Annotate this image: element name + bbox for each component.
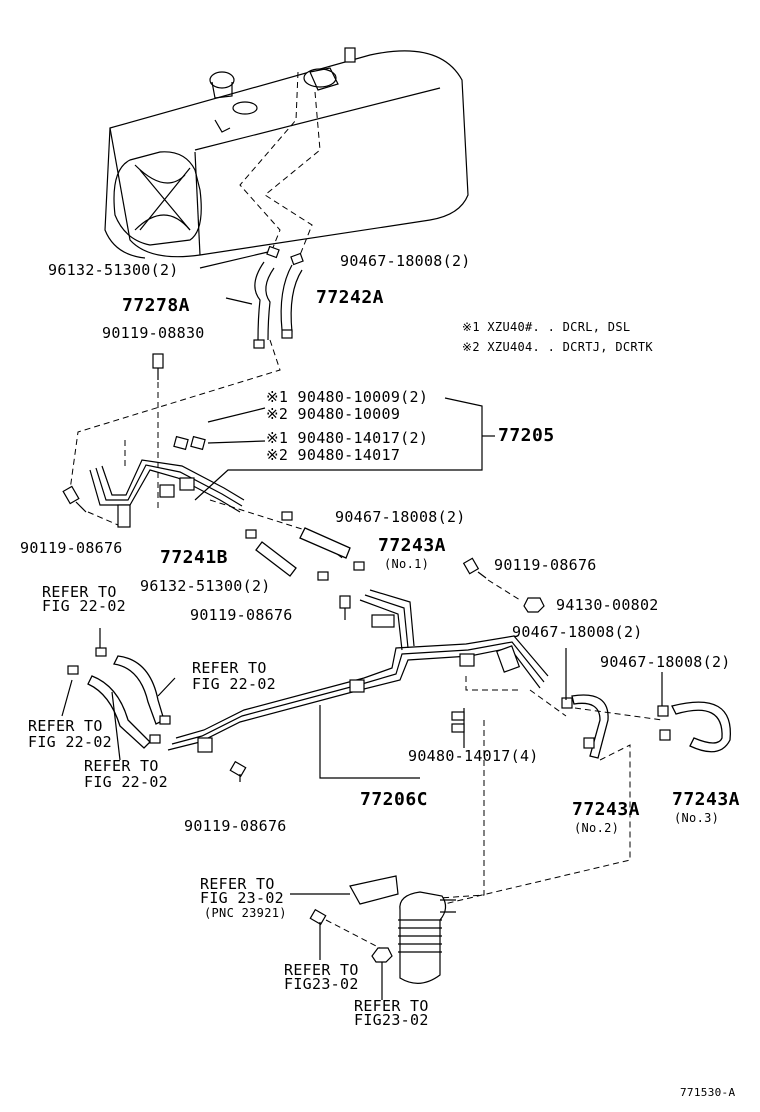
part-number-90119-08830[interactable]: 90119-08830	[102, 324, 205, 342]
part-number-77205[interactable]: 77205	[498, 425, 555, 446]
part-number-90480-10009-s1[interactable]: ※1 90480-10009(2)	[266, 388, 429, 406]
hose-77278A	[254, 261, 275, 341]
part-number-77243A-no3[interactable]: 77243A	[672, 789, 741, 810]
part-number-90467-18008-r1[interactable]: 90467-18008(2)	[512, 623, 643, 641]
part-number-90119-08676-left[interactable]: 90119-08676	[20, 539, 123, 557]
refer-fig-23-02-e[interactable]: REFER TO	[200, 875, 275, 893]
refer-fig-23-02-g-fig[interactable]: FIG23-02	[354, 1011, 429, 1029]
hose-77243A-no1	[299, 527, 351, 559]
part-number-90467-18008-mid[interactable]: 90467-18008(2)	[335, 508, 466, 526]
refer-fig-22-02-a[interactable]: REFER TO	[42, 583, 117, 601]
hose-77241B	[255, 541, 297, 577]
refer-fig-22-02-d-fig[interactable]: FIG 22-02	[84, 773, 168, 791]
clamp-icon	[253, 245, 304, 349]
fuel-pipe-77206C	[167, 589, 549, 753]
part-number-90119-08676-right[interactable]: 90119-08676	[494, 556, 597, 574]
refer-pnc-23921[interactable]: (PNC 23921)	[204, 906, 287, 920]
part-number-77242A[interactable]: 77242A	[316, 287, 385, 308]
part-number-77206C[interactable]: 77206C	[360, 789, 429, 810]
part-number-77243A-no1[interactable]: 77243A	[378, 535, 447, 556]
model-note-1: ※1 XZU40#. . DCRL, DSL	[462, 320, 631, 334]
figure-id: 771530-A	[680, 1086, 736, 1099]
part-number-90480-14017-s1[interactable]: ※1 90480-14017(2)	[266, 429, 429, 447]
part-number-90467-18008[interactable]: 90467-18008(2)	[340, 252, 471, 270]
part-number-77278A[interactable]: 77278A	[122, 295, 191, 316]
part-number-90119-08676-mid[interactable]: 90119-08676	[190, 606, 293, 624]
part-number-96132-51300-mid[interactable]: 96132-51300(2)	[140, 577, 271, 595]
fuel-tank	[104, 47, 469, 259]
part-number-90480-10009-s2[interactable]: ※2 90480-10009	[266, 405, 401, 423]
refer-fig-23-02-e-fig[interactable]: FIG 23-02	[200, 889, 284, 907]
part-number-96132-51300[interactable]: 96132-51300(2)	[48, 261, 179, 279]
part-number-90480-14017-4[interactable]: 90480-14017(4)	[408, 747, 539, 765]
refer-fig-23-02-f[interactable]: REFER TO	[284, 961, 359, 979]
model-note-2: ※2 XZU404. . DCRTJ, DCRTK	[462, 340, 653, 354]
refer-fig-22-02-b-fig[interactable]: FIG 22-02	[192, 675, 276, 693]
refer-fig-22-02-c[interactable]: REFER TO	[28, 717, 103, 735]
refer-fig-23-02-g[interactable]: REFER TO	[354, 997, 429, 1015]
part-number-90480-14017-s2[interactable]: ※2 90480-14017	[266, 446, 401, 464]
hose-number-no2: (No.2)	[574, 821, 620, 835]
bolt-icon	[152, 353, 164, 380]
union-fitting-icon	[173, 435, 206, 451]
fuel-filter	[349, 875, 456, 984]
hose-number-no1: (No.1)	[384, 557, 430, 571]
refer-fig-22-02-b[interactable]: REFER TO	[192, 659, 267, 677]
refer-fig-22-02-d[interactable]: REFER TO	[84, 757, 159, 775]
part-number-77243A-no2[interactable]: 77243A	[572, 799, 641, 820]
part-number-90467-18008-r2[interactable]: 90467-18008(2)	[600, 653, 731, 671]
part-number-90119-08676-bottom[interactable]: 90119-08676	[184, 817, 287, 835]
refer-fig-22-02-a-fig[interactable]: FIG 22-02	[42, 597, 126, 615]
bolt-icon	[62, 485, 87, 513]
refer-fig-23-02-f-fig[interactable]: FIG23-02	[284, 975, 359, 993]
fuel-pipe-77205	[89, 459, 245, 528]
hose-77242A	[280, 264, 303, 333]
part-number-94130-00802[interactable]: 94130-00802	[556, 596, 659, 614]
hose-number-no3: (No.3)	[674, 811, 720, 825]
refer-fig-22-02-c-fig[interactable]: FIG 22-02	[28, 733, 112, 751]
part-number-77241B[interactable]: 77241B	[160, 547, 229, 568]
